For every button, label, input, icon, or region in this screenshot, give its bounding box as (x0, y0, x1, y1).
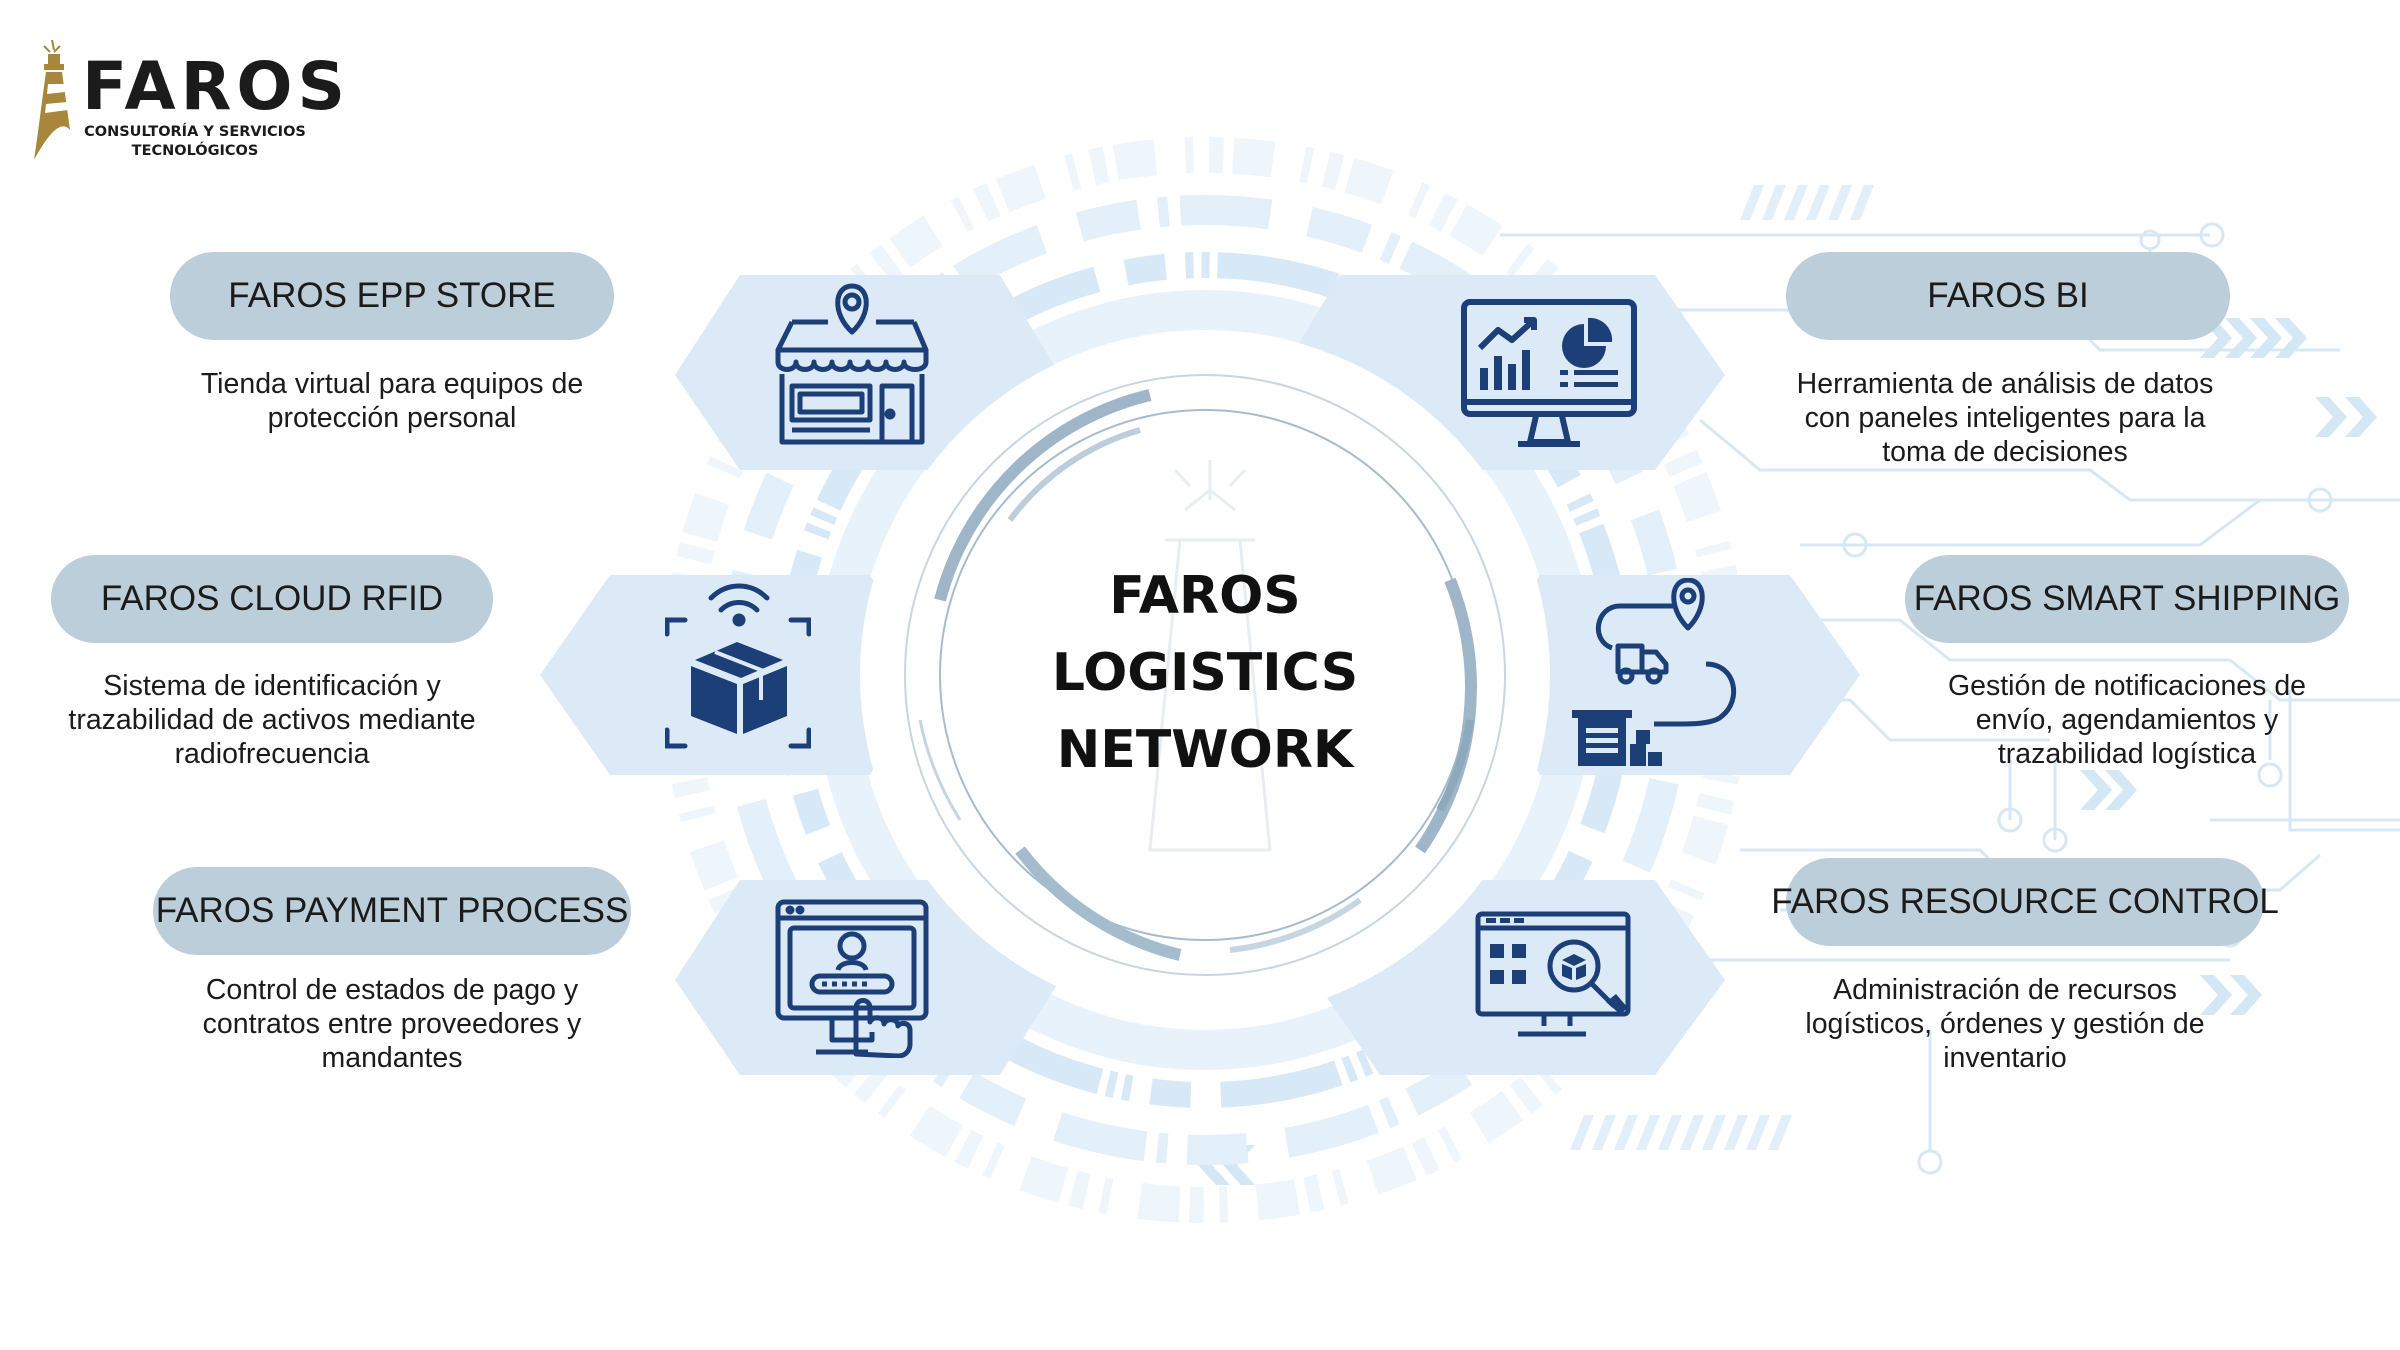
desc-line: trazabilidad logística (1997, 738, 2257, 770)
store-icon (775, 283, 929, 445)
center-title: FAROS LOGISTICS NETWORK (1040, 558, 1370, 789)
desc-line: logísticos, órdenes y gestión de (1805, 1008, 2205, 1040)
service-pill-payment-process: FAROS PAYMENT PROCESS (153, 867, 631, 955)
inventory-monitor-icon (1475, 911, 1631, 1037)
service-desc-smart-shipping: Gestión de notificaciones de envío, agen… (1870, 669, 2384, 771)
desc-line: toma de decisiones (1882, 436, 2128, 468)
desc-line: con paneles inteligentes para la (1804, 402, 2206, 434)
stripe-decoration (1570, 185, 1874, 1150)
desc-line: protección personal (267, 402, 517, 434)
desc-line: Herramienta de análisis de datos (1796, 368, 2214, 400)
desc-line: Tienda virtual para equipos de (200, 368, 584, 400)
payment-screen-icon (775, 899, 929, 1058)
service-desc-cloud-rfid: Sistema de identificación y trazabilidad… (30, 669, 514, 771)
service-desc-resource-control: Administración de recursos logísticos, ó… (1750, 973, 2260, 1075)
desc-line: Control de estados de pago y (205, 974, 579, 1006)
desc-line: Administración de recursos (1833, 974, 2177, 1006)
center-disc (860, 330, 1550, 1020)
service-desc-epp-store: Tienda virtual para equipos de protecció… (130, 367, 654, 435)
center-title-line2: LOGISTICS (1051, 643, 1359, 703)
service-desc-payment-process: Control de estados de pago y contratos e… (140, 973, 644, 1075)
chevron-decoration (1198, 318, 2377, 1185)
analytics-monitor-icon (1461, 299, 1637, 447)
desc-line: contratos entre proveedores y (202, 1008, 582, 1040)
lighthouse-logo-icon (34, 39, 70, 160)
service-pill-epp-store: FAROS EPP STORE (170, 252, 614, 340)
service-pill-cloud-rfid: FAROS CLOUD RFID (51, 555, 493, 643)
service-pill-bi: FAROS BI (1786, 252, 2230, 340)
lighthouse-watermark (1148, 460, 1272, 852)
center-title-line1: FAROS (1109, 566, 1301, 626)
service-pill-smart-shipping: FAROS SMART SHIPPING (1905, 555, 2349, 643)
desc-line: Sistema de identificación y (103, 670, 441, 702)
desc-line: trazabilidad de activos mediante (68, 704, 476, 736)
logo-subtitle-line2: TECNOLÓGICOS (131, 143, 259, 159)
desc-line: radiofrecuencia (174, 738, 370, 770)
logo-subtitle-line1: CONSULTORÍA Y SERVICIOS (84, 124, 306, 140)
service-desc-bi: Herramienta de análisis de datos con pan… (1745, 367, 2265, 469)
desc-line: envío, agendamientos y (1975, 704, 2279, 736)
faros-logo: FAROS CONSULTORÍA Y SERVICIOS TECNOLÓGIC… (30, 38, 345, 168)
shipping-route-icon (1572, 578, 1737, 766)
desc-line: Gestión de notificaciones de (1947, 670, 2307, 702)
logo-wordmark: FAROS (82, 48, 351, 125)
desc-line: inventario (1943, 1042, 2067, 1074)
logo-subtitle: CONSULTORÍA Y SERVICIOS TECNOLÓGICOS (80, 123, 310, 161)
inner-arcs (904, 374, 1506, 976)
desc-line: mandantes (321, 1042, 463, 1074)
center-title-line3: NETWORK (1056, 720, 1354, 780)
rfid-package-icon (665, 583, 811, 749)
service-pill-resource-control: FAROS RESOURCE CONTROL (1771, 858, 2279, 946)
